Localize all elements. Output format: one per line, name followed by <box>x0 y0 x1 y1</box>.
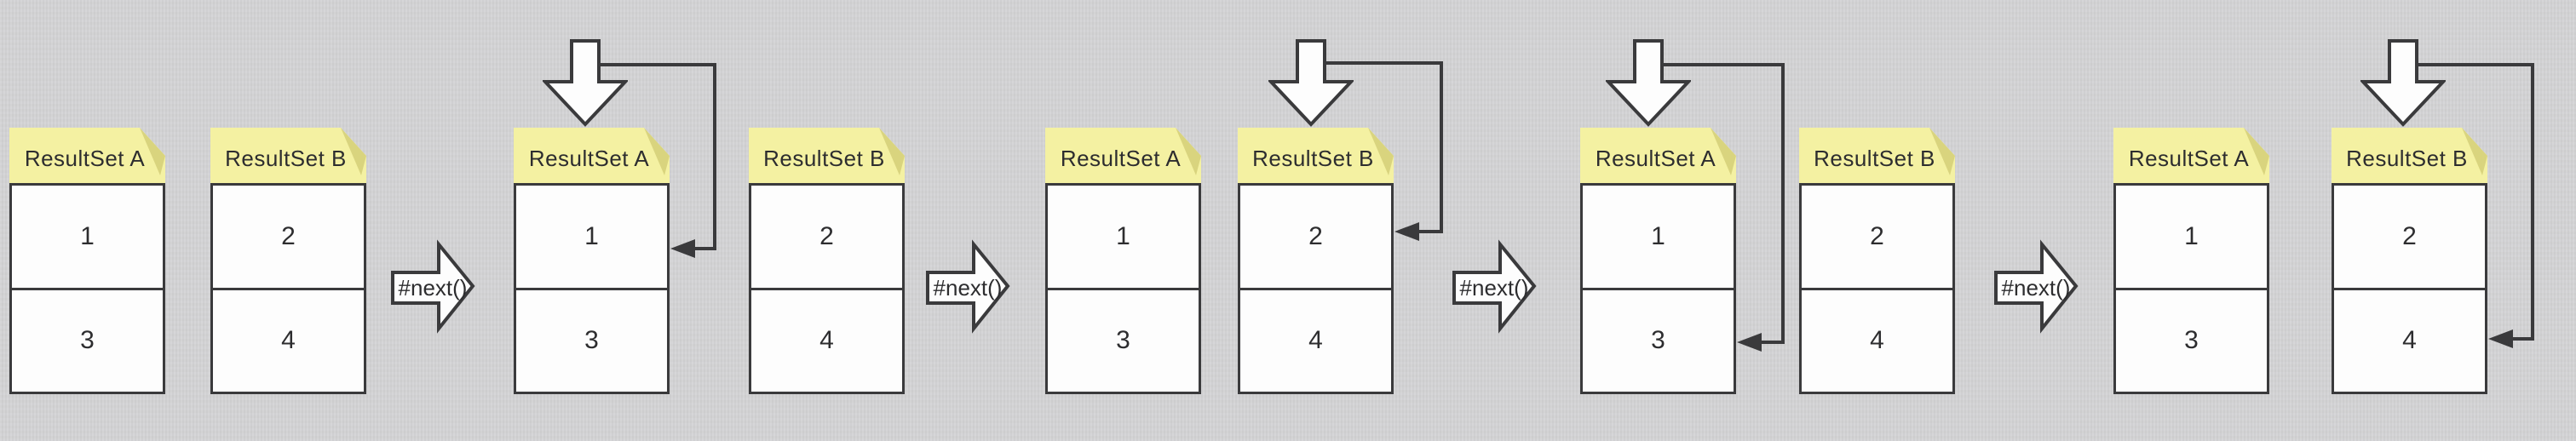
row-value: 2 <box>819 221 834 250</box>
row-value: 2 <box>1870 221 1884 250</box>
right-block-arrow-icon <box>1994 239 2079 334</box>
stage1-resultset-b-box: ResultSet B 2 4 <box>210 128 366 394</box>
row-value: 4 <box>213 287 364 392</box>
right-block-arrow-icon <box>1452 239 1537 334</box>
arrowhead-left-icon <box>1394 222 1419 241</box>
stage2-resultset-b-note: ResultSet B <box>749 128 905 183</box>
row-value: 1 <box>80 221 95 250</box>
row-value: 3 <box>2116 287 2267 392</box>
row-value: 4 <box>751 287 902 392</box>
row-value: 3 <box>12 287 163 392</box>
next-call-arrow-4: #next() <box>1993 238 2079 335</box>
stage2-resultset-a-note: ResultSet A <box>514 128 670 183</box>
stage4-resultset-b-box: ResultSet B 2 4 <box>1799 128 1955 394</box>
stage3-resultset-a-note: ResultSet A <box>1045 128 1201 183</box>
resultset-title: ResultSet B <box>763 146 885 171</box>
resultset-body: 1 3 <box>1045 183 1201 394</box>
stage3-resultset-b-note: ResultSet B <box>1238 128 1394 183</box>
resultset-body: 2 4 <box>2332 183 2487 394</box>
resultset-title: ResultSet A <box>2128 146 2250 171</box>
stage4-resultset-a-box: ResultSet A 1 3 <box>1580 128 1736 394</box>
arrowhead-left-icon <box>1737 333 1762 352</box>
stage2-resultset-a-box: ResultSet A 1 3 <box>514 128 670 394</box>
next-call-label: #next() <box>2001 274 2071 301</box>
stage1-resultset-b-note: ResultSet B <box>210 128 366 183</box>
next-call-arrow-3: #next() <box>1452 238 1537 335</box>
right-block-arrow-icon <box>926 239 1010 334</box>
cursor-down-arrow-icon <box>1606 39 1691 127</box>
stage5-resultset-b-note: ResultSet B <box>2332 128 2487 183</box>
stage2-resultset-b-box: ResultSet B 2 4 <box>749 128 905 394</box>
stage4-resultset-b-note: ResultSet B <box>1799 128 1955 183</box>
resultset-title: ResultSet B <box>1252 146 1374 171</box>
row-value: 2 <box>2402 221 2417 250</box>
resultset-body: 1 3 <box>514 183 670 394</box>
resultset-title: ResultSet A <box>1595 146 1716 171</box>
stage3-resultset-a-box: ResultSet A 1 3 <box>1045 128 1201 394</box>
cursor-down-arrow-icon <box>2360 39 2446 127</box>
resultset-title: ResultSet A <box>24 146 146 171</box>
resultset-body: 2 4 <box>210 183 366 394</box>
next-call-arrow-2: #next() <box>925 238 1010 335</box>
resultset-body: 1 3 <box>1580 183 1736 394</box>
next-call-label: #next() <box>1459 274 1529 301</box>
row-value: 4 <box>2334 287 2485 392</box>
row-value: 1 <box>1116 221 1130 250</box>
resultset-body: 1 3 <box>9 183 165 394</box>
resultset-title: ResultSet A <box>528 146 650 171</box>
cursor-down-arrow-icon <box>1268 39 1354 127</box>
stage5-resultset-b-box: ResultSet B 2 4 <box>2332 128 2487 394</box>
row-value: 4 <box>1240 287 1391 392</box>
resultset-title: ResultSet A <box>1060 146 1182 171</box>
row-value: 1 <box>584 221 599 250</box>
resultset-body: 1 3 <box>2113 183 2269 394</box>
row-value: 3 <box>516 287 667 392</box>
resultset-title: ResultSet B <box>2346 146 2468 171</box>
stage1-resultset-a-box: ResultSet A 1 3 <box>9 128 165 394</box>
row-value: 1 <box>2184 221 2199 250</box>
next-call-arrow-1: #next() <box>390 238 475 335</box>
next-call-label: #next() <box>398 274 468 301</box>
resultset-title: ResultSet B <box>225 146 347 171</box>
stage4-resultset-a-note: ResultSet A <box>1580 128 1736 183</box>
stage5-resultset-a-box: ResultSet A 1 3 <box>2113 128 2269 394</box>
resultset-body: 2 4 <box>1799 183 1955 394</box>
row-value: 2 <box>1308 221 1323 250</box>
next-call-label: #next() <box>933 274 1003 301</box>
row-value: 1 <box>1651 221 1665 250</box>
row-value: 2 <box>281 221 296 250</box>
resultset-body: 2 4 <box>1238 183 1394 394</box>
stage5-resultset-a-note: ResultSet A <box>2113 128 2269 183</box>
row-value: 3 <box>1048 287 1199 392</box>
resultset-body: 2 4 <box>749 183 905 394</box>
arrowhead-left-icon <box>670 239 695 258</box>
right-block-arrow-icon <box>391 239 475 334</box>
row-value: 3 <box>1583 287 1734 392</box>
stage3-resultset-b-box: ResultSet B 2 4 <box>1238 128 1394 394</box>
stage1-resultset-a-note: ResultSet A <box>9 128 165 183</box>
row-value: 4 <box>1802 287 1952 392</box>
cursor-down-arrow-icon <box>543 39 628 127</box>
arrowhead-left-icon <box>2488 329 2513 348</box>
resultset-title: ResultSet B <box>1814 146 1935 171</box>
